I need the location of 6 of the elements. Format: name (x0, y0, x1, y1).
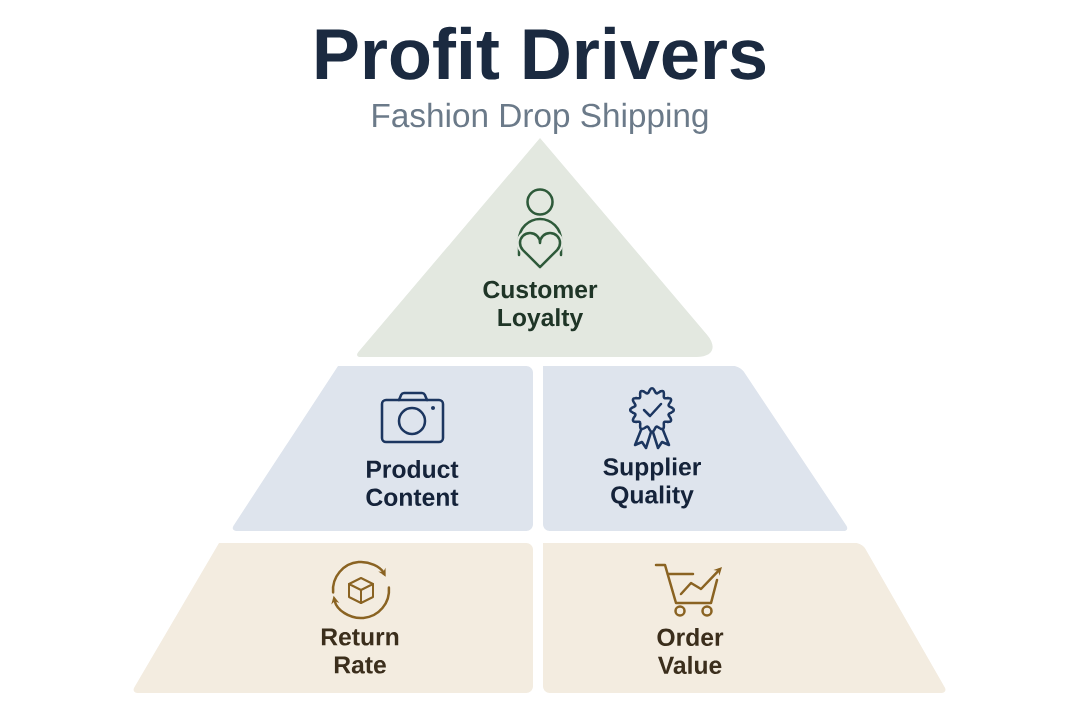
title: Profit Drivers (316, 26, 766, 80)
pyramid-tier: Order Value (543, 543, 946, 693)
pyramid-tier: Customer Loyalty (357, 138, 713, 357)
pyramid-tier: Supplier Quality (543, 366, 848, 531)
pyramid-tier: Return Rate (133, 543, 533, 693)
pyramid-tier: Product Content (232, 366, 533, 531)
